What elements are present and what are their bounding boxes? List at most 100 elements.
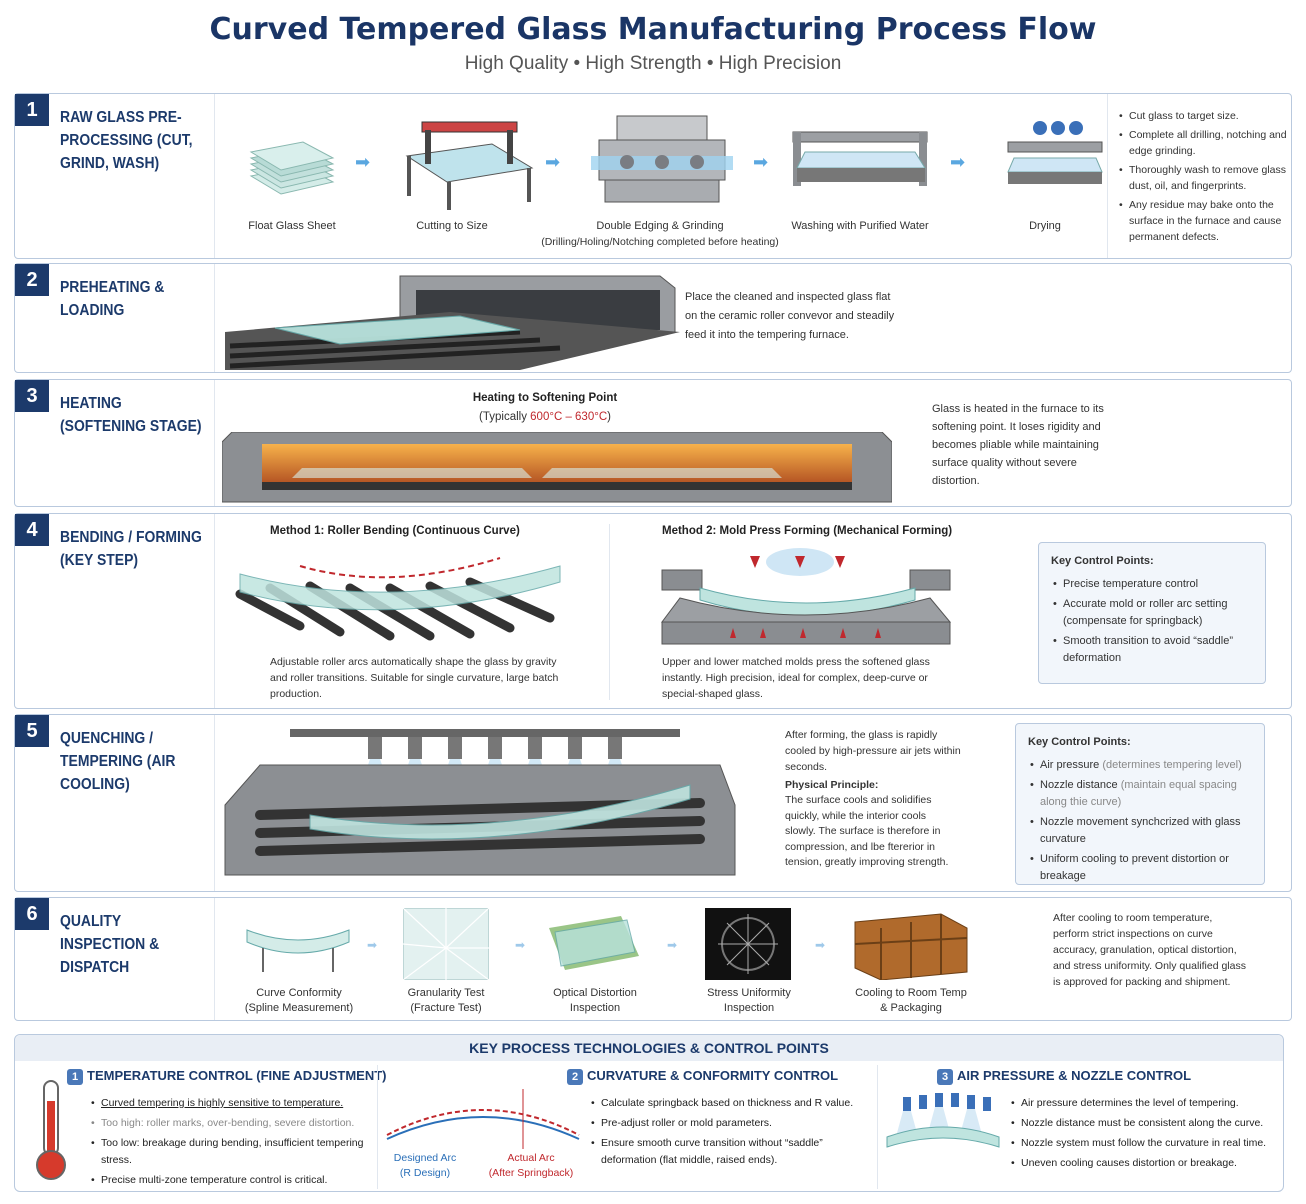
kcp-item-bold: Nozzle distance [1040, 779, 1118, 791]
kcp-item-bold: Nozzle movement synchcrized with glass c… [1040, 816, 1241, 845]
inspection-label-line: Stress Uniformity [707, 987, 791, 999]
section-title: CURVATURE & CONFORMITY CONTROL [587, 1068, 839, 1083]
inspection-label-line: Optical Distortion [553, 987, 637, 999]
kcp-item: Uniform cooling to prevent distortion or… [1028, 851, 1252, 885]
stage-title: QUALITY INSPECTION & DISPATCH [60, 913, 160, 976]
bullet-item: Calculate springback based on thickness … [589, 1095, 869, 1112]
washing-machine-illustration [792, 131, 928, 186]
edging-machine-illustration [591, 115, 733, 203]
designed-arc-label: Designed Arc(R Design) [385, 1151, 465, 1181]
bullet-item: Too low: breakage during bending, insuff… [89, 1135, 369, 1169]
actual-arc-label: Actual Arc(After Springback) [479, 1151, 583, 1181]
method-2-description: Upper and lower matched molds press the … [662, 656, 930, 700]
step-label: Float Glass Sheet [248, 220, 336, 232]
inspection-label: Cooling to Room Temp & Packaging [841, 986, 981, 1016]
note-item: Thoroughly wash to remove glass dust, oi… [1117, 162, 1287, 194]
inspection-label-line: Inspection [569, 1002, 621, 1014]
temp-suffix: ) [607, 411, 611, 423]
arrow-icon: ➡ [355, 152, 371, 172]
stage-number: 4 [15, 514, 49, 546]
stage-title: PREHEATING & LOADING [60, 279, 165, 319]
air-pressure-control-list: Air pressure determines the level of tem… [1009, 1095, 1279, 1175]
stage-5-header: 5 QUENCHING / TEMPERING (AIR COOLING) [15, 715, 215, 891]
inspection-label: Curve Conformity(Spline Measurement) [234, 986, 364, 1016]
kcp-item-bold: Uniform cooling to prevent distortion or… [1040, 853, 1229, 882]
mold-press-illustration [661, 548, 952, 645]
stage-4: 4 BENDING / FORMING (KEY STEP) Method 1:… [14, 513, 1292, 709]
arc-comparison-diagram [386, 1089, 580, 1149]
temperature-control-list: Curved tempering is highly sensitive to … [89, 1095, 369, 1192]
method-2-title: Method 2: Mold Press Forming (Mechanical… [662, 525, 953, 537]
nozzle-array-icon [886, 1093, 1000, 1148]
key-technologies-panel: KEY PROCESS TECHNOLOGIES & CONTROL POINT… [14, 1034, 1284, 1192]
stage-number: 1 [15, 94, 49, 126]
stage-title: RAW GLASS PRE-PROCESSING (CUT, GRIND, WA… [60, 109, 193, 172]
kcp-item-detail: (maintain equal spacing along thie curve… [1040, 779, 1237, 808]
stage-5: 5 QUENCHING / TEMPERING (AIR COOLING) Af… [14, 714, 1292, 892]
section-number: 2 [567, 1069, 583, 1085]
note-item: Any residue may bake onto the surface in… [1117, 197, 1287, 245]
stage-3: 3 HEATING (SOFTENING STAGE) Heating to S… [14, 379, 1292, 507]
stage-number: 3 [15, 380, 49, 412]
step-label: (Drilling/Holing/Notching completed befo… [541, 236, 779, 248]
physical-principle-title: Physical Principle: [785, 779, 879, 791]
bullet-item: Precise multi-zone temperature control i… [89, 1172, 369, 1189]
stage-6-description: After cooling to room temperature, perfo… [1053, 912, 1246, 988]
temp-prefix: (Typically [479, 411, 531, 423]
kcp-item: Nozzle movement synchcrized with glass c… [1028, 814, 1252, 848]
kcp-item: Nozzle distance (maintain equal spacing … [1028, 777, 1252, 811]
arrow-icon: ➡ [545, 152, 561, 172]
arrow-icon: ➡ [950, 152, 966, 172]
stage-title: QUENCHING / TEMPERING (AIR COOLING) [60, 730, 176, 793]
stage-5-description: After forming, the glass is rapidly cool… [785, 729, 961, 773]
stage-1-header: 1 RAW GLASS PRE-PROCESSING (CUT, GRIND, … [15, 94, 215, 258]
stage-3-header: 3 HEATING (SOFTENING STAGE) [15, 380, 215, 506]
quenching-illustration [224, 729, 736, 876]
stage-2-header: 2 PREHEATING & LOADING [15, 264, 215, 372]
note-item: Complete all drilling, notching and edge… [1117, 127, 1287, 159]
stage-4-key-control-points: Key Control Points: Precise temperature … [1038, 542, 1266, 684]
bullet-item: Ensure smooth curve transition without “… [589, 1135, 869, 1169]
inspection-label-line: Cooling to Room Temp [855, 987, 967, 999]
curvature-control-list: Calculate springback based on thickness … [589, 1095, 869, 1172]
stage-2: 2 PREHEATING & LOADING Place the cleaned… [14, 263, 1292, 373]
divider [377, 1065, 378, 1189]
granularity-test-illustration [403, 908, 489, 980]
cutting-table-illustration [405, 121, 534, 210]
loading-conveyor-illustration [225, 275, 680, 370]
stress-uniformity-illustration [705, 908, 791, 980]
bullet-item: Uneven cooling causes distortion or brea… [1009, 1155, 1279, 1172]
kcp-item: Accurate mold or roller arc setting (com… [1051, 596, 1253, 630]
stage-6-header: 6 QUALITY INSPECTION & DISPATCH [15, 898, 215, 1020]
stage-3-description: Glass is heated in the furnace to its so… [932, 403, 1104, 487]
kcp-item-bold: Air pressure [1040, 759, 1100, 771]
stage-1: 1 RAW GLASS PRE-PROCESSING (CUT, GRIND, … [14, 93, 1292, 259]
bullet-item: Air pressure determines the level of tem… [1009, 1095, 1279, 1112]
arrow-icon: ➡ [367, 938, 378, 952]
step-label: Double Edging & Grinding [596, 220, 724, 232]
stage-1-notes: Cut glass to target size. Complete all d… [1117, 108, 1287, 248]
optical-distortion-illustration [549, 916, 639, 970]
inspection-label: Granularity Test(Fracture Test) [391, 986, 501, 1016]
curve-conformity-illustration [246, 929, 350, 972]
divider [609, 524, 610, 700]
heating-temperature: (Typically 600°C – 630°C) [445, 410, 645, 425]
stage-5-key-control-points: Key Control Points: Air pressure (determ… [1015, 723, 1265, 885]
page-subtitle: High Quality • High Strength • High Prec… [464, 53, 842, 74]
section-number: 3 [937, 1069, 953, 1085]
inspection-label-line: & Packaging [880, 1002, 942, 1014]
divider [877, 1065, 878, 1189]
kcp-item: Air pressure (determines tempering level… [1028, 757, 1252, 774]
roller-bending-illustration [235, 557, 561, 641]
stage-number: 5 [15, 715, 49, 747]
kcp-item: Precise temperature control [1051, 576, 1253, 593]
arc-label-line: Actual Arc [507, 1152, 555, 1164]
temp-range: 600°C – 630°C [530, 411, 608, 423]
bullet-item: Curved tempering is highly sensitive to … [89, 1095, 369, 1112]
kcp-title: Key Control Points: [1051, 555, 1154, 567]
drying-machine-illustration [1007, 121, 1103, 184]
bullet-item: Nozzle distance must be consistent along… [1009, 1115, 1279, 1132]
note-item: Cut glass to target size. [1117, 108, 1287, 124]
